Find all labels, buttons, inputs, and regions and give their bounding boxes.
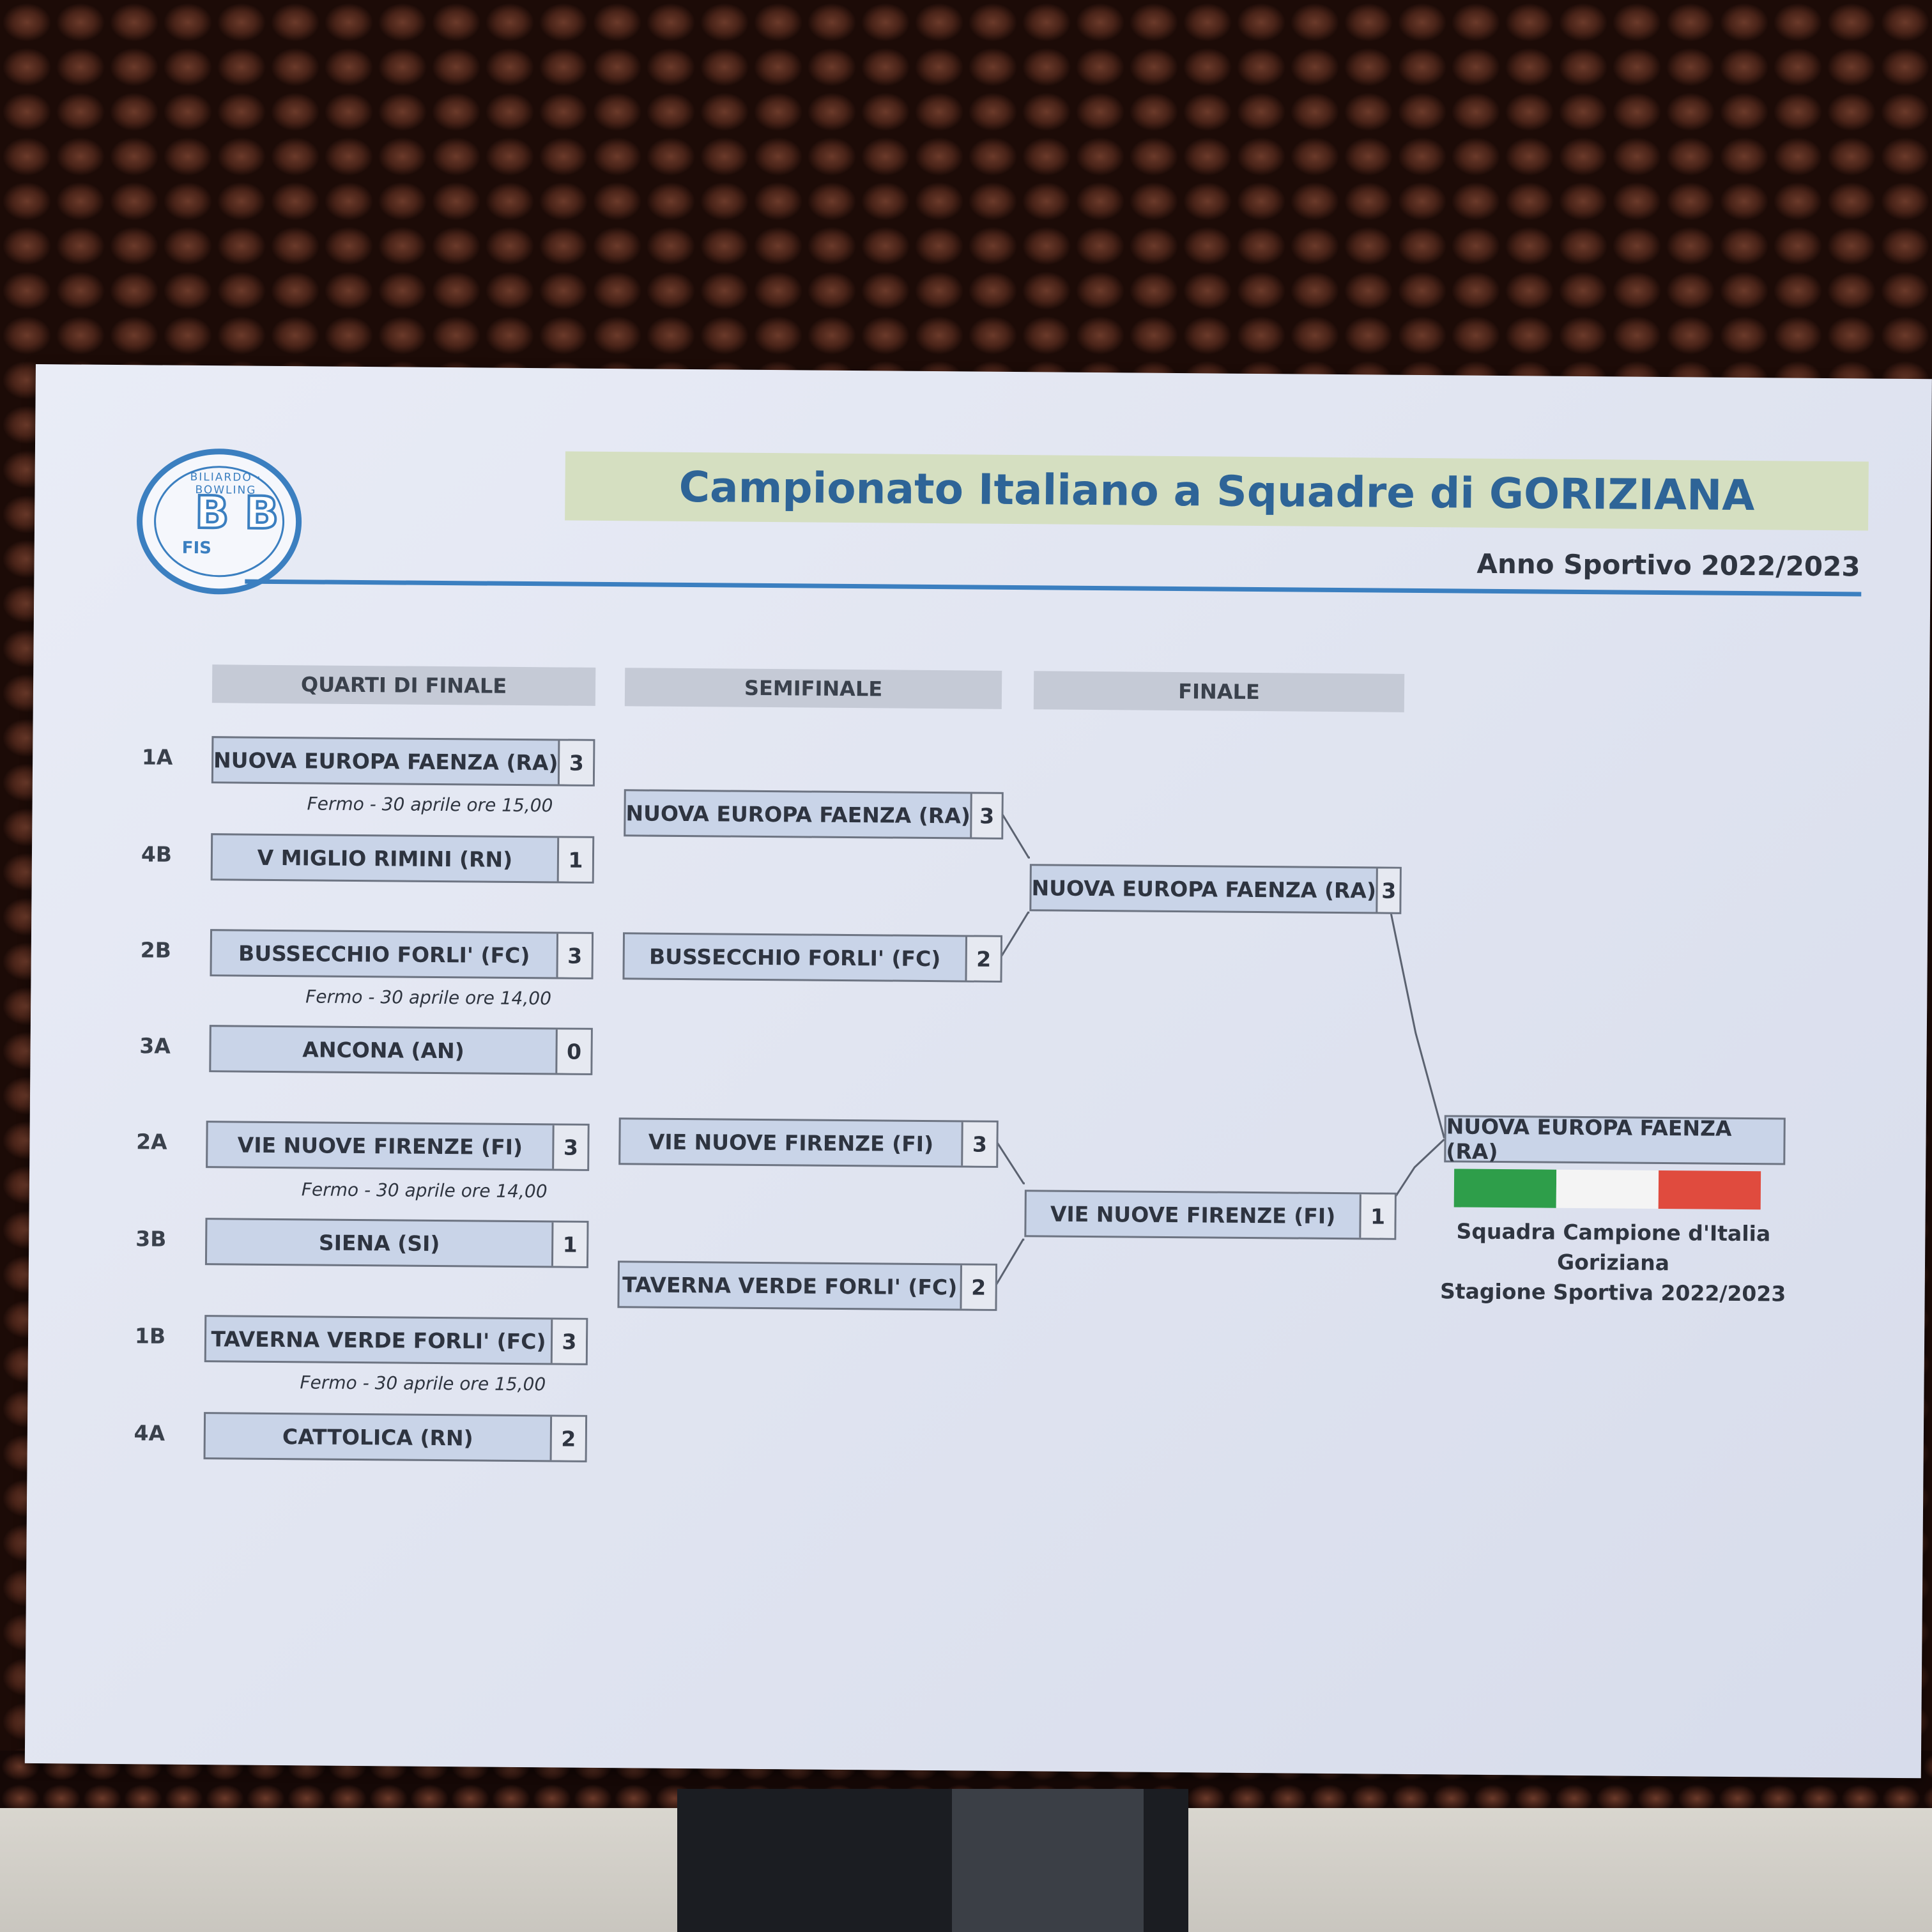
semifinal-team: TAVERNA VERDE FORLI' (FC) 2 [617, 1261, 997, 1311]
final-team: NUOVA EUROPA FAENZA (RA) 3 [1029, 864, 1402, 914]
seed-label: 2B [140, 937, 172, 963]
quarterfinal-team: SIENA (SI) 1 [204, 1218, 589, 1268]
match-venue: Fermo - 30 aprile ore 15,00 [300, 1372, 546, 1395]
seed-label: 1A [141, 744, 173, 770]
connector-final1-champion [1385, 889, 1446, 1138]
score-cell: 1 [1359, 1194, 1395, 1238]
semifinal-team: NUOVA EUROPA FAENZA (RA) 3 [624, 789, 1004, 839]
flag-green-stripe [1453, 1169, 1557, 1208]
champion-caption-line3: Stagione Sportiva 2022/2023 [1439, 1278, 1786, 1307]
match-venue: Fermo - 30 aprile ore 14,00 [301, 1179, 548, 1202]
match-venue: Fermo - 30 aprile ore 15,00 [307, 793, 553, 816]
italian-flag-icon [1453, 1169, 1761, 1210]
quarterfinal-team: BUSSECCHIO FORLI' (FC) 3 [210, 929, 594, 979]
champion-caption-line2: Goriziana [1556, 1249, 1670, 1276]
score-cell: 3 [552, 1125, 588, 1169]
champion-caption-line1: Squadra Campione d'Italia [1456, 1218, 1771, 1246]
match-venue: Fermo - 30 aprile ore 14,00 [305, 986, 552, 1009]
score-cell: 3 [961, 1122, 997, 1166]
quarterfinal-team: TAVERNA VERDE FORLI' (FC) 3 [204, 1315, 588, 1365]
quarterfinal-team: CATTOLICA (RN) 2 [203, 1412, 588, 1462]
score-cell: 2 [965, 937, 1001, 981]
score-cell: 3 [1376, 868, 1400, 912]
final-team: VIE NUOVE FIRENZE (FI) 1 [1024, 1190, 1397, 1240]
seed-label: 3A [139, 1033, 171, 1059]
champion-caption: Squadra Campione d'Italia Goriziana Stag… [1414, 1216, 1811, 1309]
connector-semi3-final [996, 1142, 1025, 1184]
connector-semi4-final [995, 1238, 1025, 1286]
seed-label: 4B [141, 841, 172, 867]
semifinal-team: BUSSECCHIO FORLI' (FC) 2 [622, 932, 1003, 983]
score-cell: 3 [970, 793, 1002, 838]
score-cell: 1 [556, 838, 593, 882]
champion-team: NUOVA EUROPA FAENZA (RA) [1444, 1114, 1786, 1165]
score-cell: 2 [960, 1265, 995, 1309]
flag-white-stripe [1556, 1169, 1659, 1209]
bracket-sheet: BILIARDO · BOWLING B B FIS Campionato It… [24, 364, 1932, 1779]
quarterfinal-team: V MIGLIO RIMINI (RN) 1 [210, 833, 595, 884]
semifinal-team: VIE NUOVE FIRENZE (FI) 3 [618, 1117, 999, 1168]
score-cell: 3 [558, 740, 594, 785]
connector-semi1-final [1001, 813, 1030, 859]
quarterfinal-team: NUOVA EUROPA FAENZA (RA) 3 [211, 736, 595, 786]
score-cell: 0 [555, 1029, 591, 1073]
flag-red-stripe [1658, 1170, 1761, 1210]
seed-label: 3B [135, 1226, 167, 1252]
score-cell: 2 [549, 1416, 586, 1460]
connector-semi2-final [1000, 911, 1030, 958]
seed-label: 2A [136, 1129, 167, 1154]
quarterfinal-team: ANCONA (AN) 0 [209, 1025, 593, 1075]
trouser-gap [952, 1789, 1144, 1932]
score-cell: 3 [550, 1319, 586, 1363]
seed-label: 4A [134, 1420, 165, 1446]
seed-label: 1B [134, 1323, 166, 1349]
score-cell: 3 [556, 933, 592, 977]
score-cell: 1 [551, 1222, 587, 1266]
quarterfinal-team: VIE NUOVE FIRENZE (FI) 3 [206, 1121, 590, 1171]
